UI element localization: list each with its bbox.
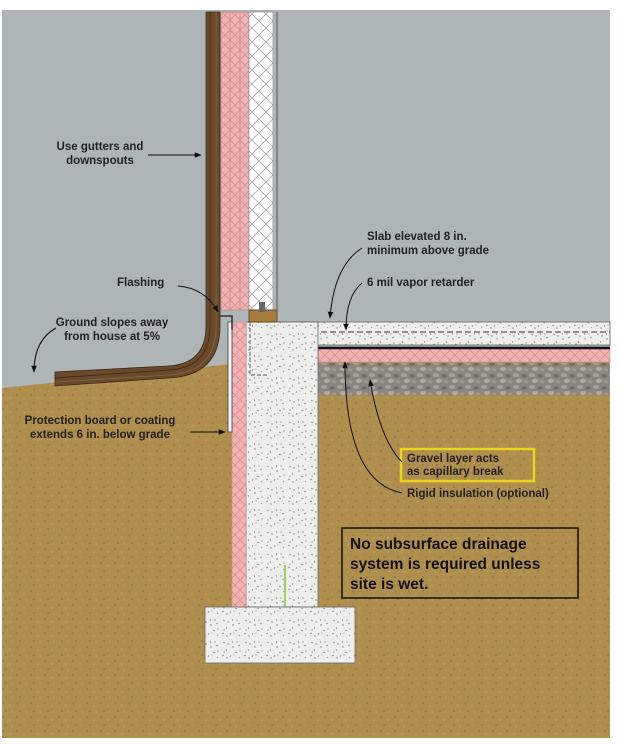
ground-arrow	[31, 327, 57, 373]
flashing-arrow	[177, 285, 219, 313]
downspout-highlight	[54, 12, 217, 383]
slab-label-2: minimum above grade	[367, 245, 489, 257]
rigid-insulation	[271, 347, 611, 363]
protection-board	[227, 321, 233, 433]
slab-label-1: Slab elevated 8 in.	[367, 231, 467, 243]
protection-label-2: extends 6 in. below grade	[30, 429, 170, 441]
concrete-slab	[271, 321, 611, 346]
gravel-label-1: Gravel layer acts	[407, 453, 499, 465]
foundation-wall	[245, 321, 319, 608]
footing	[204, 606, 356, 664]
slab-arrow	[327, 247, 363, 319]
foundation-insulation	[231, 321, 247, 608]
flashing	[216, 315, 233, 330]
ground-label-2: from house at 5%	[64, 331, 160, 343]
note-box	[341, 527, 579, 599]
downspout	[54, 11, 221, 387]
protection-label-1: Protection board or coating	[25, 415, 176, 427]
gravel-layer	[318, 363, 610, 395]
vapor-label: 6 mil vapor retarder	[367, 277, 475, 289]
note-line-3: site is wet.	[350, 576, 428, 593]
wall-sheathing	[220, 11, 250, 311]
ground-label-1: Ground slopes away	[56, 317, 169, 329]
flashing-label: Flashing	[117, 277, 164, 289]
gutters-label-2: downspouts	[66, 155, 134, 167]
note-line-1: No subsurface drainage	[350, 536, 527, 553]
gravel-arrow	[368, 379, 403, 463]
gravel-label-2: as capillary break	[407, 466, 504, 478]
downspout-seam	[54, 12, 211, 379]
note-line-2: system is required unless	[350, 556, 540, 573]
wall-insulation	[248, 11, 274, 311]
gutters-label-1: Use gutters and	[57, 141, 144, 153]
rigid-label: Rigid insulation (optional)	[407, 488, 549, 500]
gravel-highlight-box	[399, 447, 536, 483]
bolt-nut	[259, 302, 265, 312]
rigid-arrow	[342, 361, 403, 494]
vapor-arrow	[343, 282, 363, 331]
